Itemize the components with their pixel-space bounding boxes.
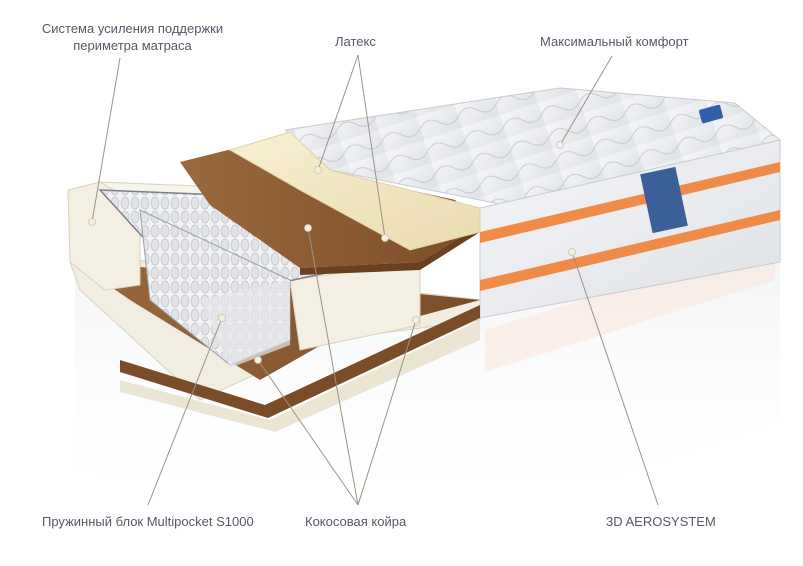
label-max-comfort: Максимальный комфорт	[540, 34, 689, 49]
latex-layer	[228, 131, 481, 251]
label-3d-aerosystem: 3D AEROSYSTEM	[606, 514, 716, 529]
leader-coir-2	[357, 319, 417, 506]
leader-coir-1	[307, 227, 359, 506]
brand-tag-icon	[699, 104, 723, 124]
label-coconut-coir: Кокосовая койра	[305, 514, 407, 529]
brand-label-icon	[640, 166, 688, 234]
label-perimeter-line1: Система усиления поддержки	[41, 21, 224, 36]
leader-lines	[91, 54, 659, 506]
label-perimeter-support: Система усиления поддержки периметра мат…	[30, 20, 235, 54]
leader-latex-1	[317, 54, 359, 171]
label-spring-block: Пружинный блок Multipocket S1000	[42, 514, 254, 529]
leader-perimeter	[91, 57, 121, 223]
leader-aero	[571, 251, 659, 506]
label-latex: Латекс	[335, 34, 376, 49]
leader-coir-3	[257, 359, 359, 506]
leader-dots	[88, 141, 576, 364]
label-perimeter-line2: периметра матраса	[73, 38, 192, 53]
leader-comfort	[559, 55, 613, 146]
leader-latex-2	[357, 54, 386, 239]
side-fabric	[479, 139, 781, 319]
leader-spring	[147, 317, 223, 506]
